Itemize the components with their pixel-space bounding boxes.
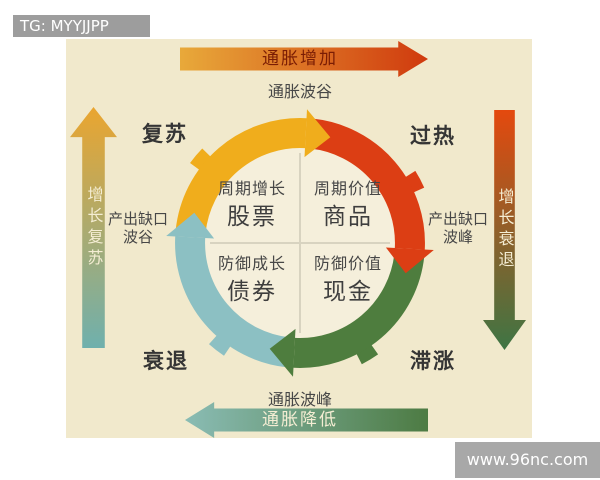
inflation-decrease-label: 通胀降低 (262, 410, 338, 430)
quadrant-recession-assets: 防御成长 债券 (192, 254, 312, 307)
output-gap-peak-note: 产出缺口 波峰 (419, 210, 497, 246)
stagflation-arc (293, 252, 425, 368)
phase-label-recovery: 复苏 (142, 122, 188, 146)
asset-label: 商品 (323, 204, 373, 230)
output-gap-trough-line2: 波谷 (122, 228, 153, 246)
output-gap-trough-note: 产出缺口 波谷 (99, 210, 177, 246)
overheat-arrowhead-icon (385, 247, 434, 274)
inflation-increase-label: 通胀增加 (262, 49, 338, 69)
phase-label-recession: 衰退 (143, 349, 189, 373)
asset-label: 债券 (227, 279, 277, 305)
phase-label-overheat: 过热 (410, 124, 456, 148)
overheat-arc (309, 118, 425, 250)
recession-arc (175, 236, 291, 368)
recovery-arc-tab (190, 148, 216, 174)
quadrant-stagflation-assets: 防御价值 现金 (288, 254, 408, 307)
asset-style-label: 防御价值 (313, 254, 382, 273)
output-gap-peak-line1: 产出缺口 (427, 210, 488, 228)
asset-style-label: 防御成长 (217, 254, 286, 273)
recession-arrowhead-icon (166, 212, 215, 239)
stagflation-arc-tab (353, 339, 379, 365)
recovery-arrowhead-icon (304, 109, 331, 158)
inflation-trough-label: 通胀波谷 (267, 82, 332, 101)
growth-recovery-label: 增长复苏 (84, 185, 104, 270)
quadrant-overheat-assets: 周期价值 商品 (288, 179, 408, 232)
asset-label: 股票 (227, 204, 277, 230)
overheat-arc-tab (399, 170, 425, 196)
top-watermark-bar: TG: MYYJJPP (13, 15, 150, 37)
output-gap-peak-line2: 波峰 (442, 228, 473, 246)
recovery-arc (175, 118, 307, 234)
quadrant-recovery-assets: 周期增长 股票 (192, 179, 312, 232)
asset-label: 现金 (323, 279, 373, 305)
stagflation-arrowhead-icon (269, 328, 296, 377)
output-gap-trough-line1: 产出缺口 (107, 210, 168, 228)
bottom-watermark-bar: www.96nc.com (455, 442, 600, 478)
phase-label-stagflation: 滞涨 (410, 349, 456, 373)
recession-arc-tab (208, 330, 235, 356)
asset-style-label: 周期增长 (217, 179, 286, 198)
asset-style-label: 周期价值 (313, 179, 382, 198)
inflation-peak-label: 通胀波峰 (267, 390, 332, 409)
growth-recession-label: 增长衰退 (495, 188, 515, 272)
